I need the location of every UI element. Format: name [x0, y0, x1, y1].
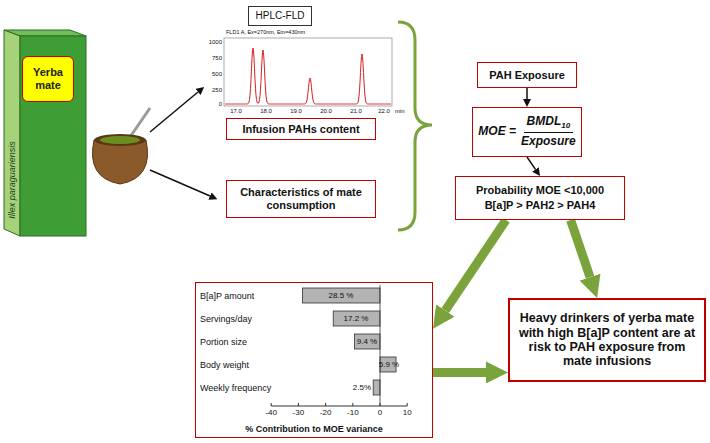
yerba-package	[4, 30, 86, 236]
y-tick: 1000	[209, 39, 222, 45]
bar-chart	[271, 285, 407, 406]
node-text: PAH Exposure	[489, 69, 565, 82]
axis-tick-label: -20	[320, 409, 332, 417]
node-text: Infusion PAHs content	[242, 123, 359, 136]
flow-arrow	[571, 220, 590, 277]
bar-category: B[a]P amount	[200, 291, 254, 300]
y-tick: 500	[212, 71, 222, 77]
chart-title: FLD1 A, Ex=270nm, Em=430nm	[226, 30, 305, 36]
curly-bracket	[398, 22, 432, 230]
denominator: Exposure	[521, 133, 576, 149]
formula-text: BMDL	[527, 114, 562, 128]
node-text: HPLC-FLD	[256, 10, 305, 22]
process-box: Infusion PAHs content	[226, 118, 376, 140]
bar-category: Weekly frequency	[200, 383, 271, 392]
formula-box: MOE =BMDL10Exposure	[472, 107, 582, 157]
bar	[333, 311, 380, 326]
bar	[373, 380, 380, 395]
x-axis	[271, 406, 407, 407]
connector-arrow	[526, 88, 528, 99]
gourd-arrows	[150, 92, 210, 196]
bar-category: Body weight	[200, 360, 249, 369]
x-tick: 22.0	[378, 108, 390, 114]
x-tick: 18.0	[260, 108, 272, 114]
conclusion-box: Heavy drinkers of yerba mate with high B…	[508, 298, 706, 382]
formula-text: Exposure	[521, 134, 576, 148]
node-text: Yerba mate	[26, 66, 70, 91]
node-text: % Contribution to MOE variance	[245, 424, 383, 434]
axis-tick	[271, 403, 272, 406]
axis-tick-label: -40	[265, 409, 277, 417]
axis-tick-label: 0	[378, 409, 382, 417]
axis-unit: min	[395, 108, 405, 114]
bar-value: 17.2 %	[344, 315, 369, 323]
bar	[302, 288, 380, 303]
axis-tick-label: -30	[293, 409, 305, 417]
method-box: HPLC-FLD	[248, 6, 312, 26]
formula-part: MOE =	[478, 125, 516, 139]
x-tick: 20.0	[320, 108, 332, 114]
bar-value: 28.5 %	[329, 292, 354, 300]
bar-value: 5.9 %	[379, 361, 399, 369]
axis-tick	[352, 403, 353, 406]
bar-category: Portion size	[200, 337, 247, 346]
numerator: BMDL10	[524, 115, 574, 134]
node-text: Probability MOE <10,000	[476, 184, 604, 197]
flow-arrow	[445, 220, 506, 311]
formula-text: MOE =	[478, 124, 516, 138]
axis-tick	[407, 403, 408, 406]
x-tick: 19.0	[290, 108, 302, 114]
result-box: Probability MOE <10,000B[a]P > PAH2 > PA…	[455, 176, 625, 220]
axis-tick-label: -10	[347, 409, 359, 417]
process-box: PAH Exposure	[477, 62, 577, 88]
y-tick: 0	[219, 101, 222, 107]
subscript: 10	[561, 121, 570, 130]
mate-gourd	[92, 108, 150, 184]
process-box: Characteristics of mate consumption	[226, 180, 376, 218]
fraction: BMDL10Exposure	[521, 115, 576, 149]
package-label: Yerba mate	[22, 56, 74, 102]
zero-line	[380, 285, 381, 406]
y-tick: 750	[212, 55, 222, 61]
bar-value: 2.5%	[353, 384, 371, 392]
package-box: Illex paraguariensis Yerba mate	[2, 30, 86, 236]
connector-arrow	[527, 157, 535, 169]
node-text: Illex paraguariensis	[7, 141, 17, 219]
node-text: B[a]P > PAH2 > PAH4	[485, 199, 596, 212]
axis-tick	[380, 403, 381, 406]
x-tick: 17.0	[230, 108, 242, 114]
bar-value: 9.4 %	[357, 338, 377, 346]
axis-tick	[298, 403, 299, 406]
chromatogram	[224, 38, 392, 106]
x-tick: 21.0	[350, 108, 362, 114]
axis-tick	[325, 403, 326, 406]
node-text: Heavy drinkers of yerba mate with high B…	[518, 311, 696, 369]
axis-tick-label: 10	[403, 409, 412, 417]
y-tick: 250	[212, 87, 222, 93]
node-text: Characteristics of mate consumption	[232, 186, 370, 211]
flow-arrow	[433, 368, 486, 377]
bar	[354, 334, 380, 349]
bar-category: Servings/day	[200, 314, 252, 323]
